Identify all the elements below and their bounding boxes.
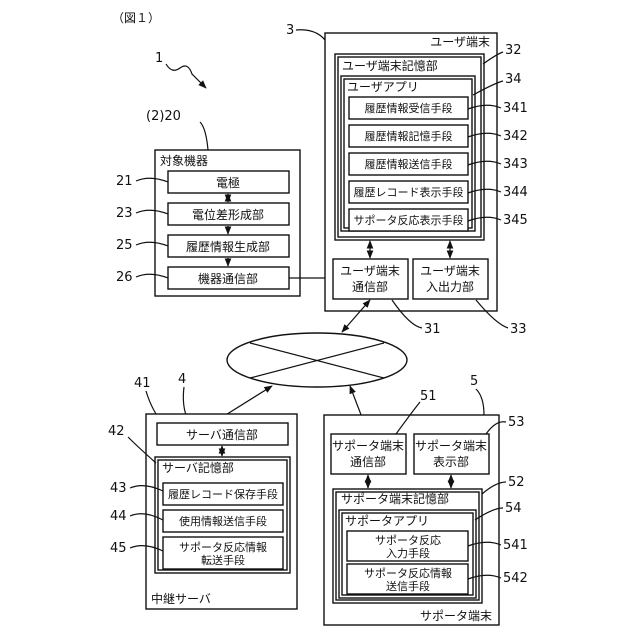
user-comm-numeral: 31 [424, 322, 441, 337]
record-save-label: 履歴レコード保存手段 [168, 487, 278, 501]
supporter-app-numeral: 54 [505, 501, 522, 516]
supporter-title: サポータ端末 [420, 609, 492, 623]
server-storage-numeral: 42 [108, 424, 125, 439]
user-io-label-line2: 入出力部 [426, 279, 474, 294]
history-generation-label: 履歴情報生成部 [186, 239, 270, 254]
reaction-input-label-line2: 入力手段 [386, 546, 430, 560]
user-means-numeral: 345 [503, 213, 528, 228]
server-storage-title: サーバ記憶部 [162, 460, 234, 475]
server-numeral: 4 [178, 372, 186, 387]
target-device-numeral: (2)20 [146, 109, 181, 124]
user-means-list: 履歴情報受信手段 341 履歴情報記憶手段 342 履歴情報送信手段 343 履歴レコード表… [349, 97, 528, 231]
user-means-numeral: 342 [503, 129, 528, 144]
user-io-label-line1: ユーザ端末 [420, 264, 480, 278]
device-comm-label: 機器通信部 [198, 271, 258, 286]
supporter-comm-label-line2: 通信部 [350, 454, 386, 469]
reaction-forward-numeral: 45 [110, 541, 127, 556]
usage-send-numeral: 44 [110, 509, 127, 524]
history-gen-numeral: 25 [116, 238, 133, 253]
server-leader [183, 387, 186, 415]
supporter-storage-numeral: 52 [508, 475, 525, 490]
supporter-comm-label-line1: サポータ端末 [332, 439, 404, 453]
user-means-label: サポータ反応表示手段 [354, 213, 464, 227]
user-comm-label-line2: 通信部 [352, 279, 388, 294]
user-app-title: ユーザアプリ [347, 80, 419, 94]
target-device-title: 対象機器 [160, 153, 208, 168]
user-terminal-leader [296, 30, 328, 44]
target-device-leader [200, 122, 208, 150]
reaction-forward-label-line2: 転送手段 [201, 553, 245, 567]
server-comm-label: サーバ通信部 [186, 427, 258, 442]
supporter-display-label-line1: サポータ端末 [415, 439, 487, 453]
potential-numeral: 23 [116, 206, 133, 221]
user-means-numeral: 344 [503, 185, 528, 200]
supporter-storage-title: サポータ端末記憶部 [341, 491, 449, 506]
supporter-comm-numeral: 51 [420, 389, 437, 404]
user-comm-label-line1: ユーザ端末 [340, 264, 400, 278]
reaction-forward-label-line1: サポータ反応情報 [179, 540, 267, 554]
supporter-numeral: 5 [470, 374, 478, 389]
electrode-label: 電極 [216, 175, 240, 190]
usage-send-label: 使用情報送信手段 [179, 514, 267, 528]
system-numeral: 1 [155, 51, 163, 66]
figure-label: （図１） [112, 11, 160, 25]
reaction-send-label-line2: 送信手段 [386, 579, 430, 593]
user-terminal-numeral: 3 [286, 23, 294, 38]
supporter-app-title: サポータアプリ [345, 514, 429, 528]
supporter-display-label-line2: 表示部 [433, 454, 469, 469]
user-io-numeral: 33 [510, 322, 527, 337]
user-terminal-title: ユーザ端末 [430, 35, 490, 49]
record-save-numeral: 43 [110, 481, 127, 496]
user-means-label: 履歴情報送信手段 [365, 157, 453, 171]
system-squiggle-arrow [166, 64, 206, 88]
electrode-numeral: 21 [116, 174, 133, 189]
reaction-input-numeral: 541 [503, 538, 528, 553]
user-means-label: 履歴レコード表示手段 [354, 185, 464, 199]
supporter-display-numeral: 53 [508, 415, 525, 430]
user-means-label: 履歴情報受信手段 [365, 101, 453, 115]
user-means-label: 履歴情報記憶手段 [365, 129, 453, 143]
user-means-numeral: 343 [503, 157, 528, 172]
user-storage-title: ユーザ端末記憶部 [342, 58, 438, 73]
user-app-numeral: 34 [505, 72, 522, 87]
server-title: 中継サーバ [151, 591, 211, 606]
reaction-send-numeral: 542 [503, 571, 528, 586]
supporter-leader [476, 389, 484, 415]
reaction-input-label-line1: サポータ反応 [375, 533, 441, 547]
device-comm-numeral: 26 [116, 270, 133, 285]
user-means-numeral: 341 [503, 101, 528, 116]
server-comm-numeral: 41 [134, 376, 151, 391]
reaction-send-label-line1: サポータ反応情報 [364, 566, 452, 580]
potential-shaping-label: 電位差形成部 [192, 207, 264, 222]
user-storage-numeral: 32 [505, 43, 522, 58]
network-cloud [227, 333, 407, 387]
